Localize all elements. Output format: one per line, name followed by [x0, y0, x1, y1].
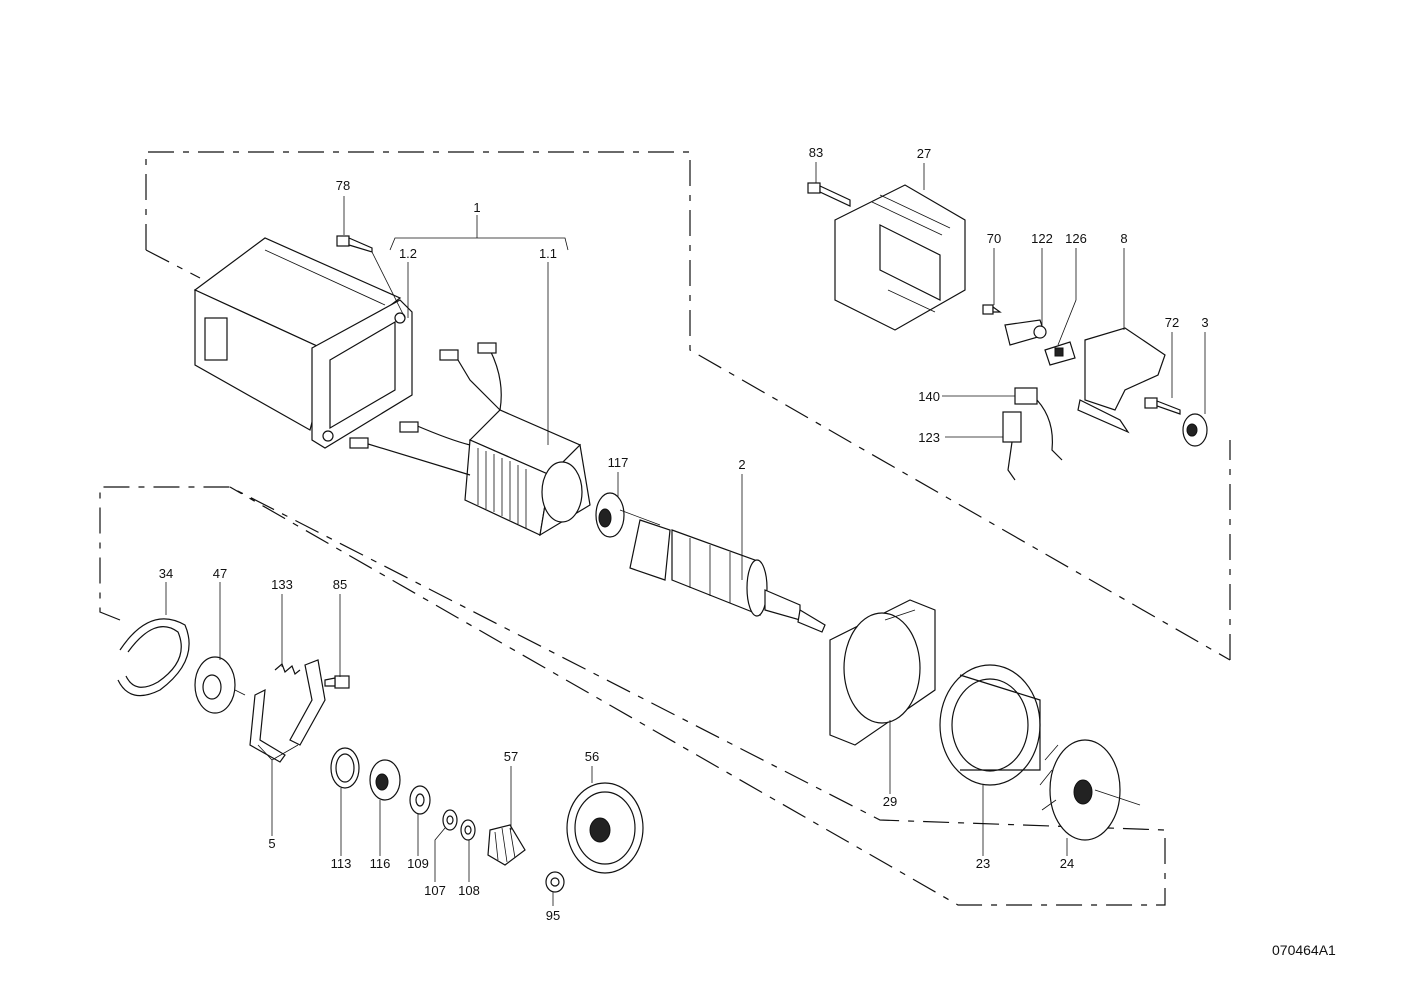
label-56: 56: [585, 749, 599, 764]
label-140: 140: [918, 389, 940, 404]
label-85: 85: [333, 577, 347, 592]
bearing-117: [595, 492, 661, 538]
group-boundary-gearbox: [99, 486, 1166, 906]
pinion-57: [487, 824, 526, 866]
label-95: 95: [546, 908, 560, 923]
motor-housing: [193, 237, 413, 449]
label-133: 133: [271, 577, 293, 592]
brake-lever-5: [249, 659, 326, 763]
washer-107: [442, 809, 458, 831]
bearing-116: [369, 759, 401, 801]
screw-78: [336, 235, 406, 319]
label-1: 1: [473, 200, 480, 215]
spring-133: [274, 662, 301, 675]
label-83: 83: [809, 145, 823, 160]
screw-83: [807, 182, 851, 207]
brush-housing-27: [834, 184, 966, 331]
group-boundary-motor: [145, 151, 1231, 661]
label-27: 27: [917, 146, 931, 161]
part-labels: 1 1.2 1.1 78 117 2 34 47 133 85 5 113 11…: [159, 145, 1209, 923]
label-2: 2: [738, 457, 745, 472]
fan-24: [1039, 739, 1141, 841]
label-109: 109: [407, 856, 429, 871]
knob-3: [1182, 413, 1208, 447]
cover-8: [1077, 327, 1166, 434]
label-1-1: 1.1: [539, 246, 557, 261]
label-122: 122: [1031, 231, 1053, 246]
label-70: 70: [987, 231, 1001, 246]
label-116: 116: [370, 856, 391, 871]
contact-plate-126: [1044, 341, 1076, 366]
bearing-47: [194, 656, 246, 714]
label-107: 107: [424, 883, 446, 898]
screw-70: [982, 304, 1002, 315]
label-123: 123: [918, 430, 940, 445]
fan-guide-23: [939, 664, 1041, 786]
label-113: 113: [331, 856, 352, 871]
brush-holder-122: [1004, 319, 1047, 346]
armature: [629, 519, 826, 633]
label-1-2: 1.2: [399, 246, 417, 261]
label-126: 126: [1065, 231, 1087, 246]
washer-108: [460, 819, 476, 841]
clamping-ring-34: [117, 618, 190, 697]
document-reference: 070464A1: [1272, 942, 1336, 958]
label-117: 117: [608, 455, 629, 470]
nut-95: [545, 871, 565, 893]
label-23: 23: [976, 856, 990, 871]
label-8: 8: [1120, 231, 1127, 246]
label-29: 29: [883, 794, 897, 809]
label-78: 78: [336, 178, 350, 193]
bearing-shield-29: [829, 599, 936, 746]
label-24: 24: [1060, 856, 1074, 871]
carbon-brush-123: [1002, 411, 1022, 481]
screw-85: [324, 675, 350, 689]
snap-ring-113: [330, 747, 360, 789]
label-108: 108: [458, 883, 480, 898]
label-47: 47: [213, 566, 227, 581]
label-34: 34: [159, 566, 173, 581]
field-coil-stator: [349, 342, 591, 537]
leader-lines: [165, 162, 1206, 906]
label-57: 57: [504, 749, 518, 764]
washer-109: [409, 785, 431, 815]
bevel-gear-56: [566, 782, 644, 874]
label-72: 72: [1165, 315, 1179, 330]
screw-72: [1144, 397, 1181, 415]
label-5: 5: [268, 836, 275, 851]
carbon-brush-140: [1014, 387, 1063, 461]
label-3: 3: [1201, 315, 1208, 330]
